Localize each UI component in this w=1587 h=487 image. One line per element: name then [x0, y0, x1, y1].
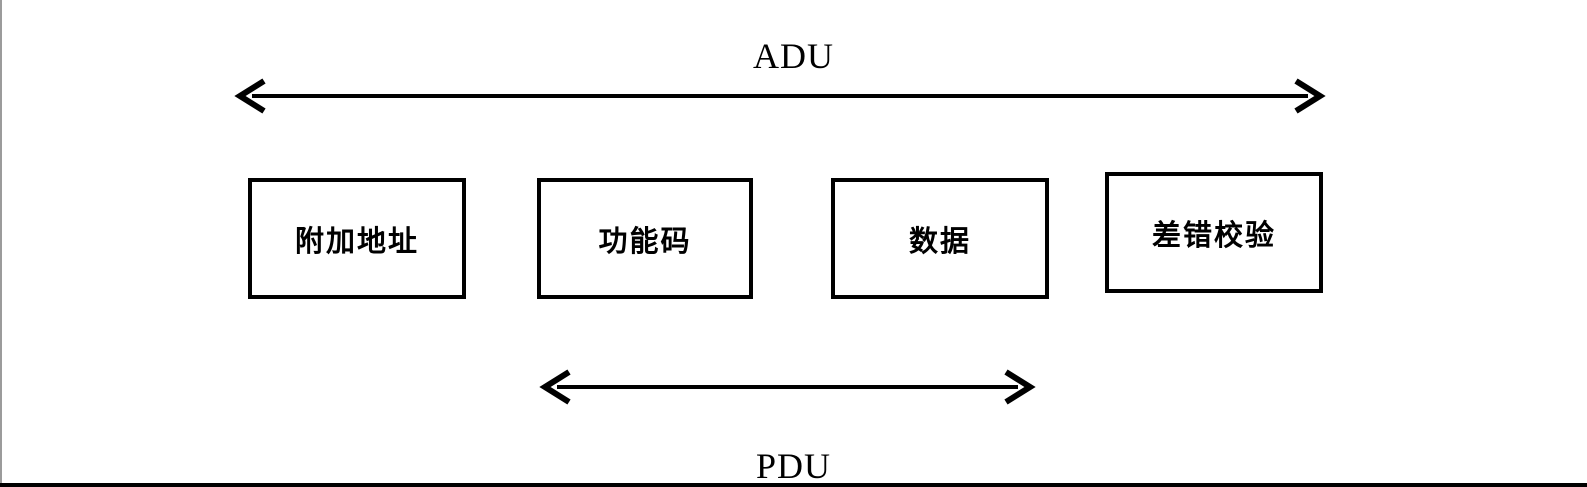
frame-field-box-function-code: 功能码	[537, 178, 753, 299]
frame-field-label: 功能码	[598, 225, 692, 258]
adu-double-arrow-icon	[234, 78, 1326, 114]
page-left-border	[0, 0, 2, 487]
frame-field-box-additional-address: 附加地址	[248, 178, 466, 299]
frame-field-label: 数据	[908, 225, 971, 258]
frame-field-box-error-check: 差错校验	[1105, 172, 1323, 293]
page-bottom-border	[0, 483, 1587, 487]
frame-field-box-data: 数据	[831, 178, 1049, 299]
adu-label: ADU	[753, 36, 834, 76]
frame-field-label: 差错校验	[1151, 219, 1276, 252]
pdu-double-arrow-icon	[539, 369, 1036, 405]
frame-field-label: 附加地址	[294, 225, 419, 258]
pdu-label: PDU	[755, 446, 832, 486]
